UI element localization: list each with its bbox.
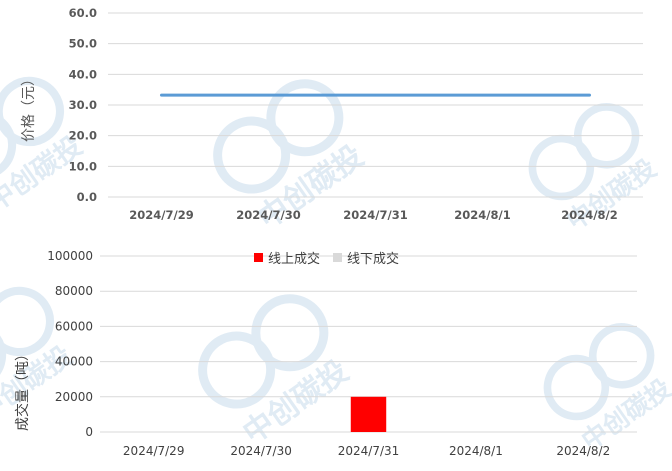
y-tick-label: 0.0 xyxy=(77,190,97,204)
y-tick-label: 20.0 xyxy=(69,129,97,143)
y-axis-title: 成交量（吨） xyxy=(14,347,31,431)
y-tick-label: 60000 xyxy=(55,319,93,333)
watermark-ring xyxy=(0,286,55,357)
x-tick-label: 2024/7/29 xyxy=(123,444,185,458)
y-tick-label: 40000 xyxy=(55,355,93,369)
y-tick-label: 40.0 xyxy=(69,67,97,81)
y-tick-label: 20000 xyxy=(55,390,93,404)
y-tick-label: 50.0 xyxy=(69,37,97,51)
x-tick-label: 2024/7/30 xyxy=(230,444,292,458)
watermark: 中创碳投 xyxy=(198,294,355,451)
x-tick-label: 2024/7/30 xyxy=(236,208,300,222)
watermark: 中创碳投 xyxy=(543,323,672,457)
legend-swatch-0 xyxy=(254,253,263,262)
volume-bar-chart: 0 20000 40000 60000 80000 100000 2024/7/29 2024… xyxy=(14,249,637,458)
y-tick-label: 60.0 xyxy=(69,6,97,20)
y-tick-label: 30.0 xyxy=(69,98,97,112)
y-tick-label: 100000 xyxy=(47,249,93,263)
price-line-chart: 0.0 10.0 20.0 30.0 40.0 50.0 60.0 2024/7/29 2024… xyxy=(21,6,643,222)
y-tick-label: 0 xyxy=(85,425,93,439)
x-tick-label: 2024/8/1 xyxy=(449,444,503,458)
x-tick-label: 2024/7/29 xyxy=(129,208,193,222)
watermark-layer: 中创碳投中创碳投中创碳投中创碳投中创碳投中创碳投 xyxy=(0,76,672,457)
y-tick-label: 80000 xyxy=(55,284,93,298)
watermark-ring xyxy=(588,323,655,389)
watermark-ring xyxy=(266,79,344,157)
x-tick-label: 2024/7/31 xyxy=(343,208,407,222)
legend-swatch-1 xyxy=(333,253,342,262)
x-tick-label: 2024/7/31 xyxy=(338,444,400,458)
watermark-ring xyxy=(251,294,329,372)
bar-online xyxy=(350,396,387,432)
watermark-ring xyxy=(0,76,65,147)
legend-label-0: 线上成交 xyxy=(268,251,320,267)
legend-label-1: 线下成交 xyxy=(347,251,399,267)
x-tick-label: 2024/8/1 xyxy=(454,208,510,222)
x-tick-label: 2024/8/2 xyxy=(556,444,610,458)
y-axis-title: 价格（元） xyxy=(21,72,37,142)
watermark-ring xyxy=(573,103,640,169)
y-tick-label: 10.0 xyxy=(69,159,97,173)
x-tick-label: 2024/8/2 xyxy=(561,208,617,222)
